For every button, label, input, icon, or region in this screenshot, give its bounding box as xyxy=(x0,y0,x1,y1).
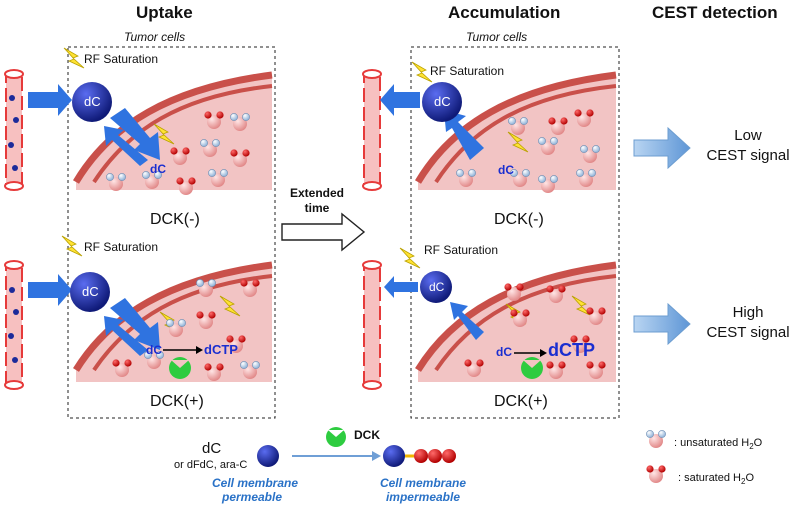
low-signal-line-1: Low xyxy=(734,127,762,144)
impermeable-line-1: Cell membrane xyxy=(379,476,467,490)
high-signal-line-2: CEST signal xyxy=(706,324,790,341)
tumor-cells-label: Tumor cells xyxy=(124,30,186,44)
dc-sphere-label: dC xyxy=(82,284,99,299)
dck-plus-label: DCK(+) xyxy=(150,393,204,410)
extended-time-label: Extended time xyxy=(287,186,347,216)
legend-dck-label: DCK xyxy=(354,428,380,442)
accumulation-panel-box xyxy=(410,46,620,419)
bolt-icon xyxy=(399,247,421,269)
dc-sphere-label: dC xyxy=(434,94,451,109)
saturated-suffix: O xyxy=(745,472,754,484)
dc-intracellular-label: dC xyxy=(150,162,166,176)
legend-impermeable-caption: Cell membrane impermeable xyxy=(378,476,468,504)
legend-arrow xyxy=(292,451,381,461)
legend-unsaturated-label: : unsaturated H2O xyxy=(674,437,762,451)
low-signal-label: Low CEST signal xyxy=(702,126,794,166)
uptake-panel-box xyxy=(67,46,276,419)
dctp-label: dCTP xyxy=(548,340,595,360)
legend-dc-label: dC xyxy=(202,440,222,457)
high-signal-label: High CEST signal xyxy=(702,303,794,343)
rf-saturation-label: RF Saturation xyxy=(84,240,159,254)
permeable-line-2: permeable xyxy=(221,490,283,504)
rf-saturation-label: RF Saturation xyxy=(84,52,159,66)
uptake-header: Uptake xyxy=(136,3,193,22)
vessel-accum-bottom xyxy=(362,260,382,390)
legend-saturated-label: : saturated H2O xyxy=(678,472,754,486)
vessel-accum-top xyxy=(362,69,382,191)
dc-sphere-label: dC xyxy=(84,94,101,109)
unsaturated-subscript: 2 xyxy=(749,442,754,452)
accumulation-header: Accumulation xyxy=(448,3,561,22)
dck-minus-label: DCK(-) xyxy=(150,211,200,228)
bolt-icon xyxy=(61,235,83,257)
high-signal-arrow xyxy=(633,302,691,346)
dck-enzyme-uptake xyxy=(169,357,191,379)
extended-time-arrow xyxy=(281,212,366,252)
dc-sphere-uptake-top xyxy=(72,82,112,122)
dck-minus-label: DCK(-) xyxy=(494,211,544,228)
vessel-uptake-top xyxy=(4,69,24,191)
tumor-cells-label: Tumor cells xyxy=(466,30,528,44)
extended-time-line-1: Extended xyxy=(289,186,344,200)
rf-saturation-label: RF Saturation xyxy=(424,243,499,257)
legend-dc-alternatives: or dFdC, ara-C xyxy=(174,459,248,471)
legend-unsaturated-water-icon xyxy=(646,430,666,449)
rf-saturation-label: RF Saturation xyxy=(430,64,505,78)
unsaturated-suffix: O xyxy=(753,437,763,449)
bolt-icon xyxy=(411,61,433,83)
bolt-icon xyxy=(63,47,85,69)
blue-arrows xyxy=(28,84,484,356)
tissue-uptake-top xyxy=(72,71,273,190)
dc-sphere-accum-bottom xyxy=(420,271,452,303)
dctp-label: dCTP xyxy=(204,342,238,357)
dc-intracellular-label: dC xyxy=(146,343,162,357)
dck-plus-label: DCK(+) xyxy=(494,393,548,410)
unsaturated-text: : unsaturated H xyxy=(674,437,750,449)
dc-sphere-accum-top xyxy=(422,82,462,122)
reaction-arrows xyxy=(163,346,547,357)
low-signal-arrow xyxy=(633,126,691,170)
dc-intracellular-label: dC xyxy=(498,163,514,177)
dck-enzyme-accum xyxy=(521,357,543,379)
low-signal-line-2: CEST signal xyxy=(706,147,790,164)
dc-sphere-label: dC xyxy=(429,280,445,294)
legend-dctp-chain xyxy=(383,445,456,467)
vessel-uptake-bottom xyxy=(4,260,24,390)
high-signal-line-1: High xyxy=(732,304,764,321)
impermeable-line-2: impermeable xyxy=(385,490,461,504)
dc-sphere-uptake-bottom xyxy=(70,272,110,312)
cest-header: CEST detection xyxy=(652,3,778,22)
permeable-line-1: Cell membrane xyxy=(212,476,299,490)
saturated-text: : saturated H xyxy=(678,472,741,484)
dc-intracellular-label: dC xyxy=(496,345,512,359)
extended-time-line-2: time xyxy=(304,201,330,215)
legend-dck-enzyme xyxy=(326,427,346,447)
saturated-subscript: 2 xyxy=(740,477,746,487)
legend-permeable-caption: Cell membrane permeable xyxy=(212,476,299,504)
legend-dc-sphere xyxy=(257,445,279,467)
legend-saturated-water-icon xyxy=(646,465,666,483)
